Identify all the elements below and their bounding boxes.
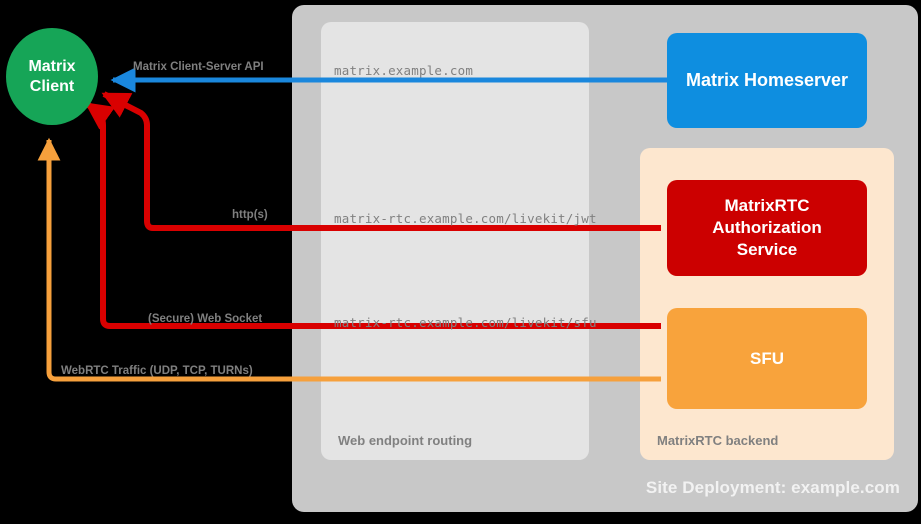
- wire-secure-web-socket: [84, 101, 661, 329]
- endpoint-url-sfu: matrix-rtc.example.com/livekit/sfu: [334, 315, 597, 330]
- wire-label-matrix-client-server-api: Matrix Client-Server API: [133, 61, 264, 73]
- site-deployment-label: Site Deployment: example.com: [645, 478, 900, 497]
- web-endpoint-routing-label: Web endpoint routing: [338, 433, 473, 448]
- node-matrix-homeserver[interactable]: Matrix Homeserver: [667, 33, 867, 128]
- wire-label-webrtc-traffic: WebRTC Traffic (UDP, TCP, TURNs): [61, 365, 253, 377]
- wire-webrtc-traffic: [37, 137, 661, 382]
- web-endpoint-routing-container: Web endpoint routing: [321, 22, 589, 460]
- matrixrtc-backend-label: MatrixRTC backend: [657, 433, 779, 448]
- endpoint-url-matrix: matrix.example.com: [334, 63, 474, 78]
- node-sfu-label: SFU: [750, 348, 784, 368]
- wire-label-secure-web-socket: (Secure) Web Socket: [148, 313, 263, 325]
- wire-https: [101, 91, 661, 231]
- wire-label-https: http(s): [232, 209, 268, 221]
- endpoint-url-jwt: matrix-rtc.example.com/livekit/jwt: [334, 211, 597, 226]
- node-sfu[interactable]: SFU: [667, 308, 867, 409]
- node-matrix-homeserver-label: Matrix Homeserver: [685, 70, 849, 90]
